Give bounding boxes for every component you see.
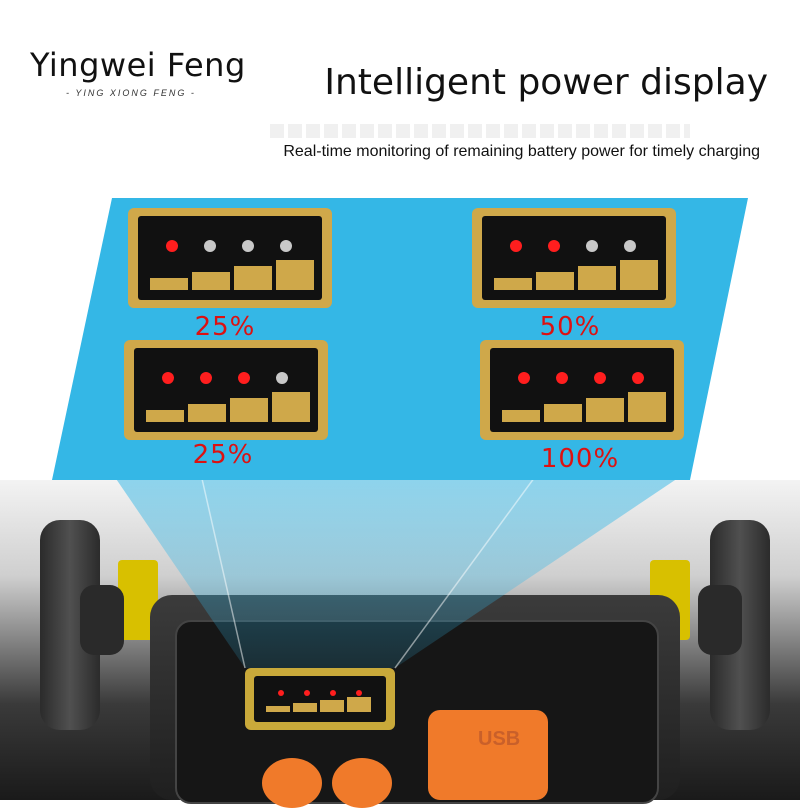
battery-percent-label: 50% [539,312,601,342]
led-lit-icon [632,372,644,384]
led-lit-icon [162,372,174,384]
mini-level-bar [266,706,290,712]
mini-level-bar [347,697,371,712]
battery-indicator-card [472,208,676,308]
led-lit-icon [518,372,530,384]
knob-right [698,585,742,655]
battery-indicator-card [128,208,332,308]
mini-led-icon [304,690,310,696]
led-unlit-icon [276,372,288,384]
battery-percent-label: 100% [540,444,620,474]
led-lit-icon [594,372,606,384]
header: Yingwei Feng - YING XIONG FENG - Intelli… [0,0,800,190]
level-step-bar [188,404,226,422]
led-unlit-icon [624,240,636,252]
brand-name: Yingwei Feng [30,46,246,84]
mini-led-icon [330,690,336,696]
level-step-bar [150,278,188,290]
level-step-bar [146,410,184,422]
level-step-bar [628,392,666,422]
page-title: Intelligent power display [324,62,768,103]
led-unlit-icon [586,240,598,252]
brand-tagline: - YING XIONG FENG - [66,88,196,98]
level-step-bar [620,260,658,290]
mini-led-icon [278,690,284,696]
indicator-screen [134,348,318,432]
indicator-screen [138,216,322,300]
page-subtitle: Real-time monitoring of remaining batter… [283,143,760,160]
indicator-screen [490,348,674,432]
level-step-bar [586,398,624,422]
led-lit-icon [556,372,568,384]
level-step-bar [234,266,272,290]
level-step-bar [192,272,230,290]
mini-level-bar [293,703,317,712]
faded-text-decoration [270,124,690,138]
battery-percent-label: 25% [192,440,254,470]
level-step-bar [276,260,314,290]
led-lit-icon [238,372,250,384]
led-unlit-icon [204,240,216,252]
led-lit-icon [548,240,560,252]
level-step-bar [272,392,310,422]
mode-button-left[interactable] [262,758,322,808]
level-step-bar [494,278,532,290]
battery-indicator-card [480,340,684,440]
level-step-bar [230,398,268,422]
usb-label: USB [478,728,521,750]
level-step-bar [578,266,616,290]
indicator-screen [482,216,666,300]
level-step-bar [544,404,582,422]
usb-port-cover[interactable] [428,710,548,800]
battery-percent-label: 25% [194,312,256,342]
led-lit-icon [510,240,522,252]
led-lit-icon [200,372,212,384]
battery-indicator-card [124,340,328,440]
led-unlit-icon [242,240,254,252]
led-unlit-icon [280,240,292,252]
mini-level-bar [320,700,344,712]
level-step-bar [536,272,574,290]
led-lit-icon [166,240,178,252]
level-step-bar [502,410,540,422]
knob-left [80,585,124,655]
mini-led-icon [356,690,362,696]
mode-button-right[interactable] [332,758,392,808]
